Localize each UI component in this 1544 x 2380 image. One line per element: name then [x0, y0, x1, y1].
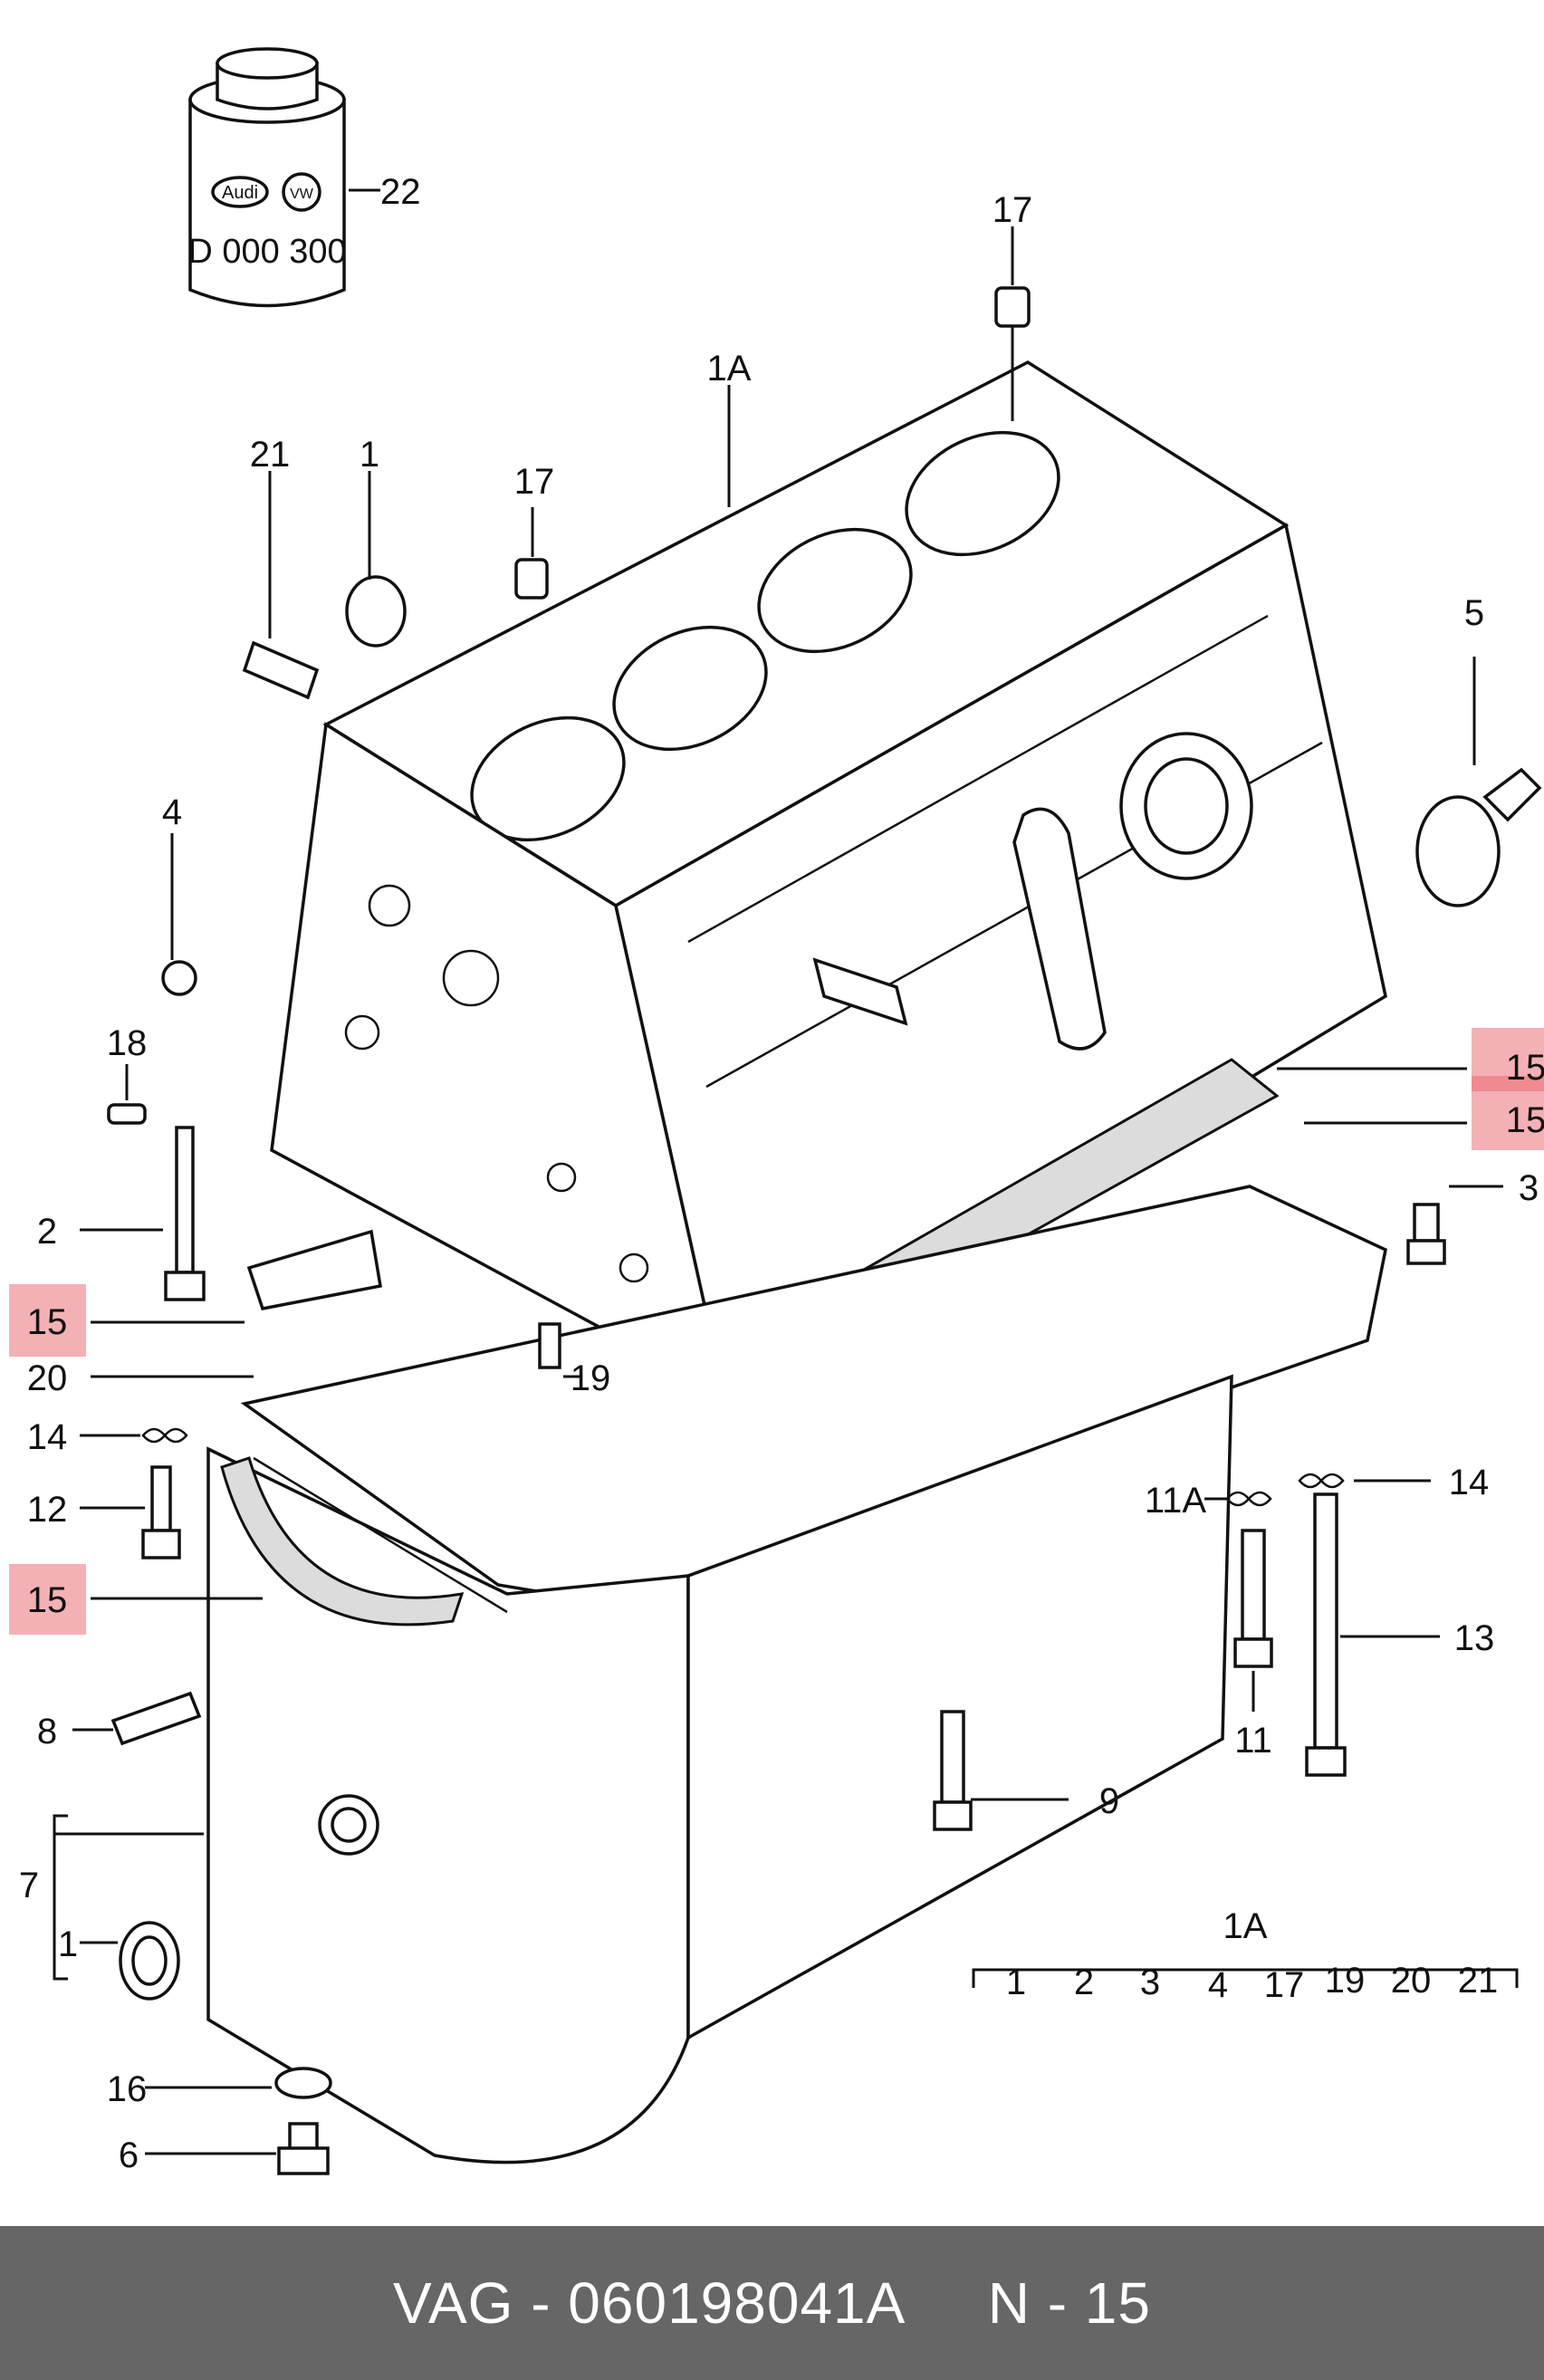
callout-1-top: 1: [360, 435, 379, 475]
set-legend-item: 3: [1140, 1963, 1160, 2002]
sealant-can: Audi VW D 000 300: [187, 47, 347, 308]
callout-12: 12: [27, 1490, 68, 1530]
parts-diagram: Audi VW D 000 300: [9, 47, 1544, 2175]
set-legend-item: 17: [1264, 1965, 1305, 2005]
callout-16: 16: [107, 2069, 148, 2109]
can-part-number: D 000 300: [187, 233, 346, 271]
highlight-15-right-1: [1472, 1028, 1544, 1078]
callout-8: 8: [37, 1712, 57, 1751]
callout-18: 18: [107, 1023, 148, 1063]
callout-20: 20: [27, 1358, 68, 1398]
set-legend: 1A 1 2 3 4 17 19 20 21: [1006, 1906, 1498, 2005]
callout-13: 13: [1454, 1618, 1495, 1658]
set-legend-item: 20: [1391, 1961, 1432, 2001]
callout-11A: 11A: [1145, 1481, 1207, 1521]
callout-19: 19: [571, 1358, 611, 1398]
footer-bar: VAG - 060198041A N - 15: [0, 2226, 1544, 2380]
set-legend-item: 19: [1325, 1961, 1366, 2001]
callout-1-bottom: 1: [58, 1924, 78, 1964]
callout-15-left-2: 15: [27, 1580, 68, 1620]
footer-part-number: VAG - 060198041A N - 15: [393, 2270, 1151, 2336]
set-legend-item: 2: [1074, 1963, 1094, 2002]
small-parts: [107, 286, 1446, 2175]
set-legend-item: 1: [1006, 1963, 1026, 2002]
callout-1A: 1A: [707, 349, 752, 389]
cylinder-block: [270, 360, 1387, 1398]
callout-22: 22: [380, 172, 421, 212]
callout-14-left: 14: [27, 1417, 68, 1457]
highlight-15-left-1: [9, 1284, 86, 1357]
callout-21: 21: [250, 435, 291, 475]
can-brand-vw: VW: [290, 187, 314, 202]
leader-lines: [53, 188, 1519, 2155]
callout-labels: 22 17 1A 21 1 17 5 4 18 15 15 2 3 15 20 …: [19, 172, 1544, 2175]
callout-15-left-1: 15: [27, 1302, 68, 1342]
highlight-15-right-bar: [1472, 1076, 1544, 1091]
callout-9: 9: [1099, 1781, 1119, 1821]
callout-15-right-2: 15: [1506, 1100, 1544, 1140]
callout-17-top: 17: [993, 190, 1033, 230]
callout-3: 3: [1519, 1168, 1539, 1208]
callout-11: 11: [1234, 1721, 1272, 1761]
can-brand-audi: Audi: [222, 183, 258, 203]
callout-17-mid: 17: [514, 462, 555, 502]
set-legend-title: 1A: [1223, 1906, 1268, 1946]
highlight-15-right-2: [1472, 1091, 1544, 1150]
highlight-15-left-2: [9, 1564, 86, 1635]
set-legend-item: 4: [1208, 1965, 1228, 2005]
callout-7: 7: [19, 1866, 39, 1905]
oil-pan: [206, 1185, 1387, 2164]
callout-5: 5: [1464, 593, 1484, 633]
callout-4: 4: [162, 792, 182, 832]
callout-6: 6: [119, 2135, 139, 2175]
callout-15-right-1: 15: [1506, 1048, 1544, 1088]
oil-pressure-sender: [1415, 767, 1542, 907]
set-legend-item: 21: [1458, 1961, 1499, 2001]
callout-14-right: 14: [1449, 1463, 1490, 1502]
callout-2: 2: [37, 1212, 57, 1252]
